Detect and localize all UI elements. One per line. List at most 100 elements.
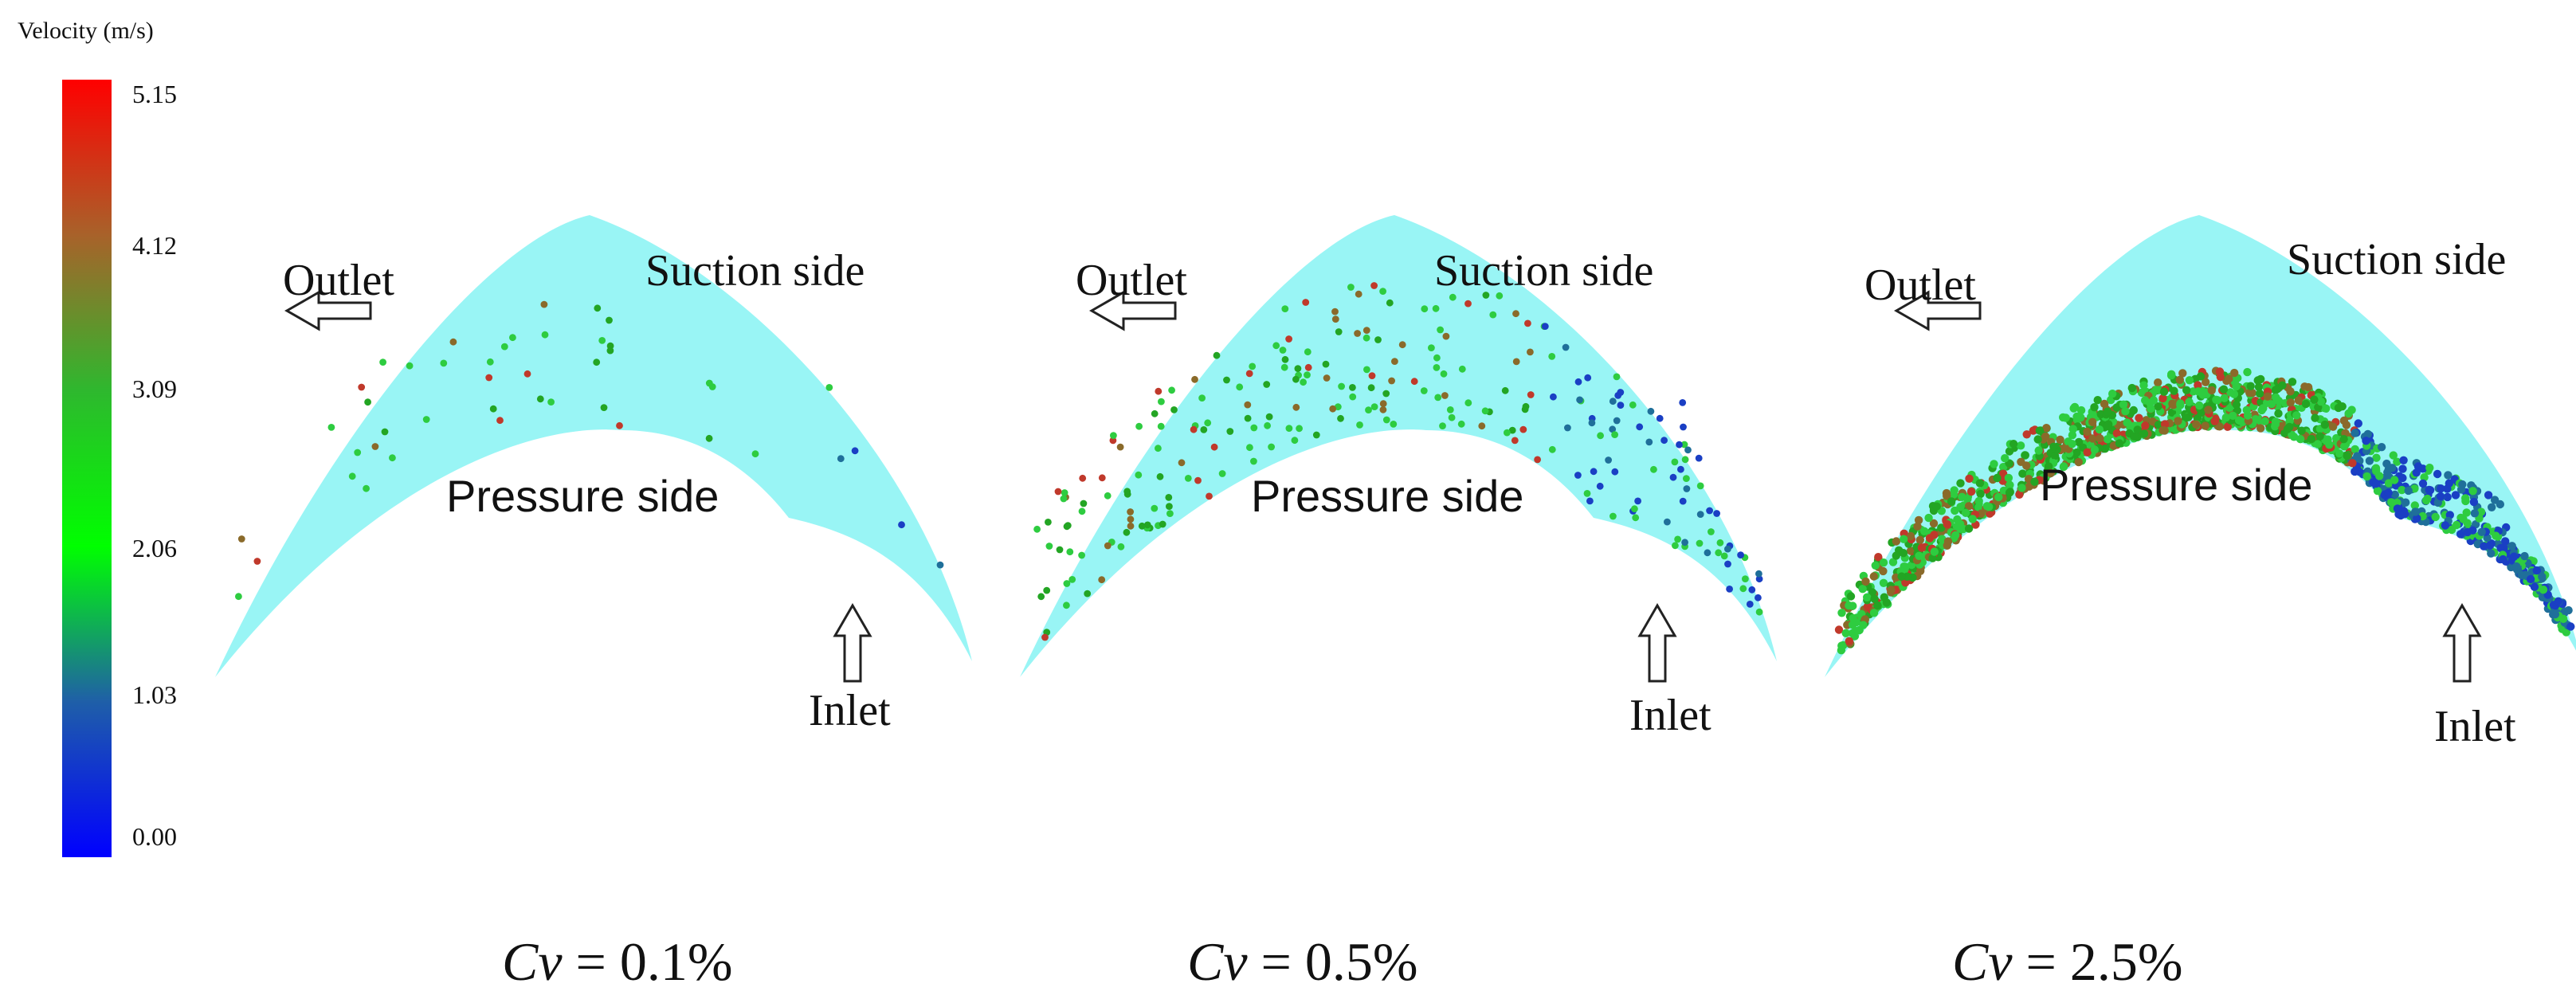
particle [2319, 403, 2329, 413]
particle [2354, 419, 2362, 428]
particle-group [1834, 366, 2575, 655]
particle [2530, 582, 2539, 591]
particle [1302, 299, 1310, 306]
particle [851, 447, 859, 455]
particle [1511, 437, 1519, 445]
particle [1157, 422, 1165, 430]
particle [1609, 425, 1617, 433]
inlet-arrow [833, 603, 872, 683]
particle [1165, 494, 1173, 501]
particle [2431, 512, 2440, 522]
particle [1696, 511, 1704, 518]
particle [1440, 370, 1448, 378]
particle [2393, 504, 2402, 513]
particle [2512, 562, 2521, 571]
particle [1837, 646, 1846, 655]
particle [598, 337, 606, 344]
particle [1724, 545, 1731, 553]
particle [2470, 509, 2480, 518]
particle [2420, 473, 2429, 482]
particle [2090, 403, 2099, 412]
particle [541, 331, 549, 339]
particle [1368, 372, 1376, 379]
particle [2088, 417, 2097, 426]
particle [1390, 421, 1398, 428]
particle [1223, 376, 1230, 384]
particle [2022, 430, 2031, 439]
channel-plot-2 [1020, 215, 1777, 683]
particle [354, 449, 362, 456]
particle [1748, 586, 1756, 594]
particle [1930, 547, 1939, 556]
particle [1245, 370, 1253, 378]
particle [2178, 369, 2187, 378]
particle [2410, 501, 2419, 510]
particle [1155, 387, 1163, 395]
particle [1550, 393, 1557, 401]
particle [1446, 406, 1454, 413]
particle [2375, 472, 2384, 480]
particle [1930, 531, 1939, 539]
particle [2411, 507, 2420, 516]
particle [1704, 549, 1711, 557]
particle [406, 362, 414, 370]
particle [1143, 521, 1151, 529]
particle [2558, 614, 2568, 623]
particle [1123, 528, 1131, 536]
particle [1204, 419, 1212, 427]
particle [2219, 385, 2229, 394]
particle [2225, 403, 2234, 412]
particle [449, 338, 457, 346]
particle [1135, 471, 1143, 479]
particle [2425, 464, 2434, 472]
particle [1584, 374, 1592, 382]
particle [2468, 487, 2477, 496]
particle [1056, 546, 1064, 554]
particle [2167, 408, 2177, 417]
particle [1574, 472, 1582, 479]
particle [2315, 432, 2324, 441]
particle [2056, 435, 2064, 445]
particle [1873, 601, 1882, 610]
particle [2169, 401, 2178, 409]
panel-cv-0-1: Outlet Suction side Pressure side Inlet [207, 183, 1004, 757]
particle [1363, 366, 1370, 374]
particle [1159, 520, 1166, 528]
colorbar-title: Velocity (m/s) [18, 18, 154, 44]
particle [2335, 449, 2344, 458]
particle [1632, 514, 1640, 522]
particle [1684, 446, 1692, 454]
particle [1919, 527, 1929, 535]
caption-value: = 0.1% [562, 931, 733, 992]
particle [1681, 539, 1688, 547]
particle [2035, 426, 2045, 435]
particle [2382, 459, 2391, 468]
particle [2223, 422, 2232, 431]
caption-cv-0-5: Cv = 0.5% [1187, 931, 1418, 993]
particle [2076, 413, 2085, 422]
particle [1900, 535, 1908, 543]
particle [2182, 386, 2191, 394]
particle [1374, 336, 1382, 343]
particle [1679, 399, 1687, 406]
particle [523, 370, 531, 378]
flow-channel [1825, 215, 2576, 677]
particle [2176, 401, 2185, 409]
particle [1845, 637, 1853, 645]
particle [1680, 441, 1688, 449]
particle [1379, 406, 1387, 413]
particle [1645, 438, 1653, 446]
particle [1975, 479, 1985, 488]
particle [1098, 474, 1106, 482]
particle [1964, 524, 1974, 533]
particle [1300, 378, 1307, 386]
particle [2313, 440, 2323, 449]
particle [2119, 400, 2128, 409]
particle [1117, 543, 1125, 550]
particle [2418, 464, 2428, 473]
particle [2204, 406, 2213, 414]
particle [2133, 425, 2142, 434]
pressure-side-label: Pressure side [446, 471, 719, 521]
particle [1695, 454, 1703, 462]
particle [1892, 551, 1900, 560]
